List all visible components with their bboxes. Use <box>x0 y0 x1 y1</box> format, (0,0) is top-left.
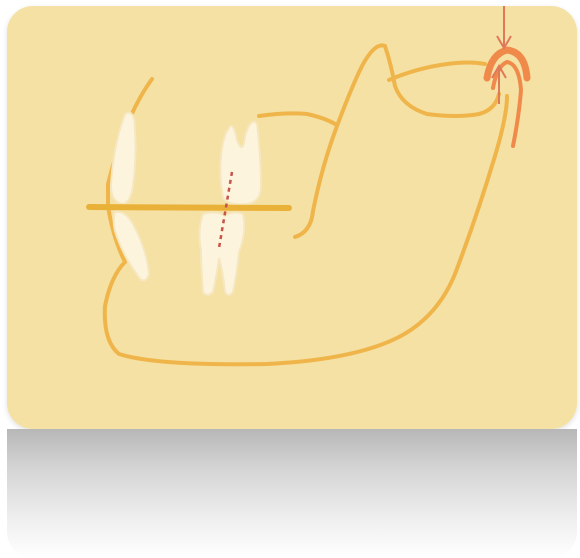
occlusal-plane <box>89 207 289 208</box>
jaw-diagram <box>7 6 577 429</box>
notch-contour <box>389 63 485 81</box>
anterior-incisor-upper <box>111 113 136 204</box>
mandible-outline <box>105 79 507 364</box>
upper-molar <box>220 122 261 205</box>
force-arrow-down <box>497 6 511 48</box>
card-reflection <box>7 429 577 558</box>
ramus-contour <box>295 45 499 237</box>
diagram-card <box>7 6 577 429</box>
lower-molar <box>199 212 244 295</box>
body-upper-contour <box>259 113 335 124</box>
